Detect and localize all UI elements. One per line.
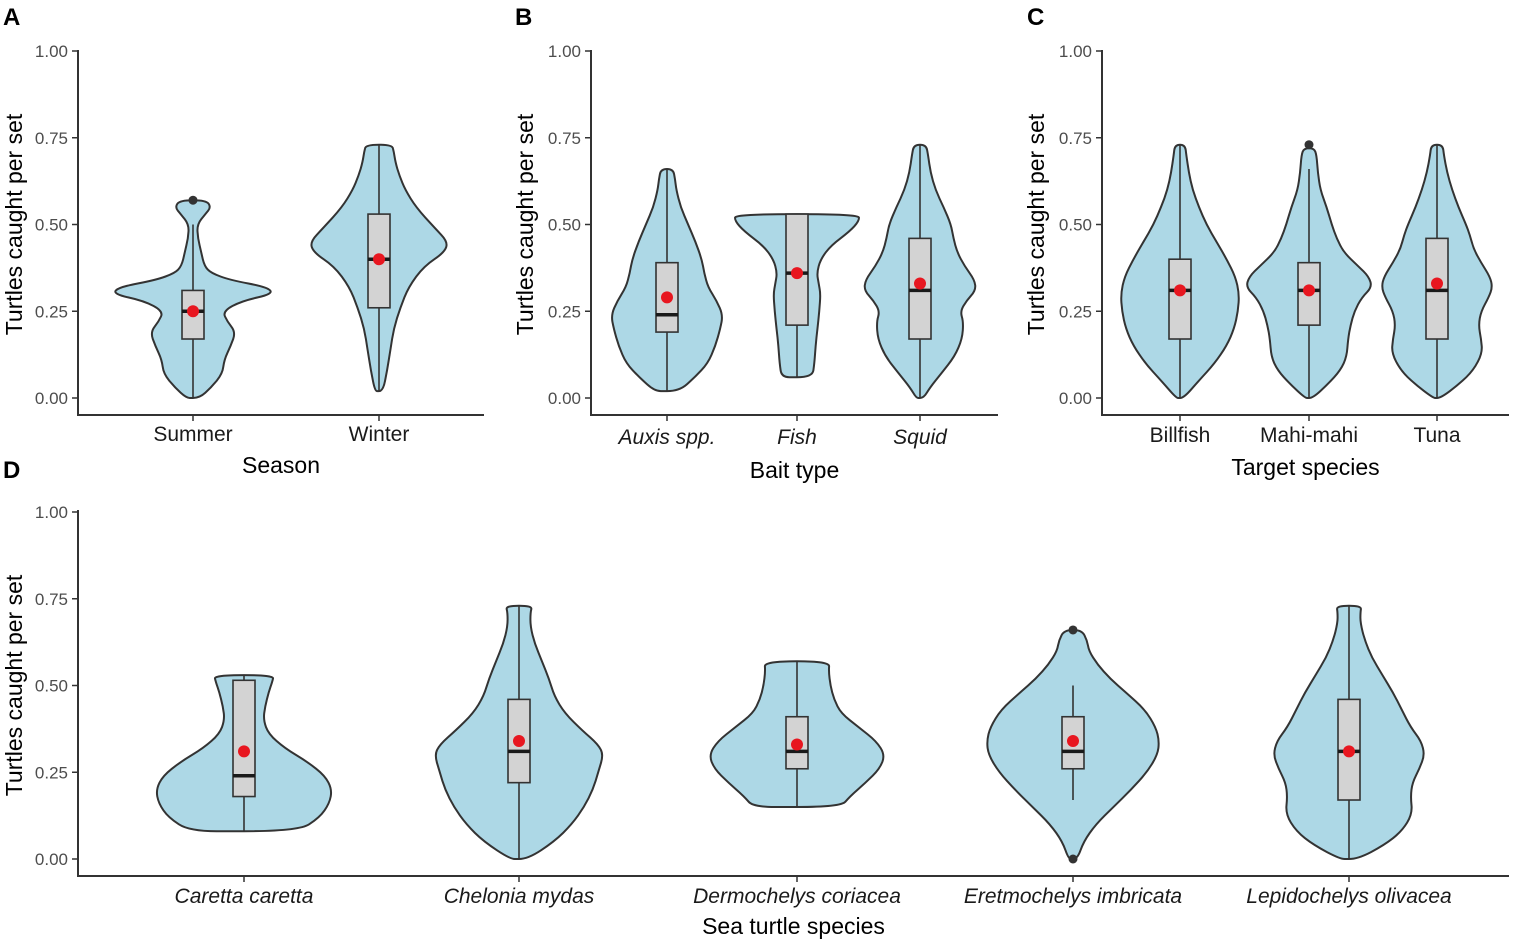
- panel-c-x-title: Target species: [1231, 454, 1379, 480]
- panel-b-x-title: Bait type: [750, 457, 840, 483]
- panel-b-y-tick-label: 0.75: [548, 129, 581, 148]
- panel-d-x-tick-label: Caretta caretta: [175, 885, 314, 908]
- panel-b-mean-point: [791, 267, 803, 280]
- panel-c-mean-point: [1303, 284, 1315, 297]
- panel-a-letter: A: [3, 4, 20, 31]
- panel-c-mean-point: [1174, 284, 1186, 297]
- panel-d-outlier: [1068, 854, 1078, 864]
- panel-d-category: Dermochelys coriacea: [693, 660, 901, 908]
- panel-b-y-tick-label: 0.25: [548, 302, 581, 321]
- panel-a-mean-point: [373, 253, 385, 266]
- panel-d-y-tick-label: 0.25: [35, 763, 68, 782]
- panel-c-category: Mahi-mahi: [1246, 140, 1372, 447]
- panel-a-y-tick-label: 0.00: [35, 389, 68, 408]
- panel-d-mean-point: [238, 745, 250, 758]
- panel-b-letter: B: [515, 4, 532, 31]
- panel-d-x-title: Sea turtle species: [702, 913, 885, 939]
- panel-a-mean-point: [187, 305, 199, 318]
- panel-c-outlier: [1304, 140, 1314, 150]
- panel-c-y-title: Turtles caught per set: [1023, 113, 1049, 335]
- panel-c-box: [1168, 258, 1192, 340]
- panel-a-y-tick-label: 0.75: [35, 129, 68, 148]
- panel-d-category: Eretmochelys imbricata: [964, 625, 1182, 908]
- panel-b-y-tick-label: 1.00: [548, 42, 581, 61]
- panel-b-x-tick-label: Auxis spp.: [617, 426, 716, 449]
- panel-d-mean-point: [513, 735, 525, 748]
- panel-b-x-tick-label: Fish: [777, 426, 817, 449]
- panel-d-y-tick-label: 0.75: [35, 590, 68, 609]
- panel-d-x-tick-label: Lepidochelys olivacea: [1246, 885, 1451, 908]
- panel-c-category: Billfish: [1120, 143, 1240, 447]
- panel-c-y-tick-label: 0.75: [1059, 129, 1092, 148]
- panel-a-y-tick-label: 0.25: [35, 302, 68, 321]
- panel-c-letter: C: [1027, 4, 1044, 31]
- panel-d-y-tick-label: 0.00: [35, 850, 68, 869]
- panel-d-category: Lepidochelys olivacea: [1246, 604, 1452, 908]
- panel-b-y-tick-label: 0.00: [548, 389, 581, 408]
- panel-a-y-title: Turtles caught per set: [1, 113, 27, 335]
- panel-d-category: Caretta caretta: [155, 674, 333, 908]
- panel-c-y-tick-label: 1.00: [1059, 42, 1092, 61]
- panel-b-category: Fish: [733, 213, 861, 449]
- panel-d-y-title: Turtles caught per set: [1, 574, 27, 796]
- panel-d-box: [232, 679, 256, 798]
- panel-d-mean-point: [1343, 745, 1355, 758]
- panel-a-category: Summer: [114, 195, 272, 446]
- panel-a-x-title: Season: [242, 452, 320, 478]
- panel-b-x-tick-label: Squid: [893, 426, 948, 449]
- panel-d-x-tick-label: Chelonia mydas: [444, 885, 595, 908]
- panel-a-x-tick-label: Winter: [349, 423, 410, 446]
- panel-c-x-tick-label: Tuna: [1413, 424, 1460, 447]
- panel-c-category: Tuna: [1381, 143, 1493, 447]
- panel-b-y-title: Turtles caught per set: [512, 113, 538, 335]
- panel-d-y-tick-label: 0.50: [35, 677, 68, 696]
- panel-d-y-tick-label: 1.00: [35, 503, 68, 522]
- panel-d-x-tick-label: Eretmochelys imbricata: [964, 885, 1182, 908]
- panel-c-y-tick-label: 0.50: [1059, 216, 1092, 235]
- panel-d-mean-point: [1067, 735, 1079, 748]
- panel-c-y-tick-label: 0.00: [1059, 389, 1092, 408]
- panel-d-letter: D: [3, 457, 20, 484]
- panel-b-category: Squid: [863, 143, 977, 449]
- panel-b-mean-point: [914, 277, 926, 290]
- panel-b-category: Auxis spp.: [611, 167, 723, 449]
- panel-a-y-tick-label: 0.50: [35, 216, 68, 235]
- panel-c-y-tick-label: 0.25: [1059, 302, 1092, 321]
- panel-b-y-tick-label: 0.50: [548, 216, 581, 235]
- panel-a-y-tick-label: 1.00: [35, 42, 68, 61]
- panel-a-outlier: [188, 195, 198, 205]
- panel-d-category: Chelonia mydas: [434, 604, 604, 908]
- panel-a-x-tick-label: Summer: [153, 423, 232, 446]
- panel-c-x-tick-label: Billfish: [1150, 424, 1211, 447]
- panel-c-mean-point: [1431, 277, 1443, 290]
- panel-d-outlier: [1068, 625, 1078, 635]
- panel-d-x-tick-label: Dermochelys coriacea: [693, 885, 901, 908]
- panel-d-mean-point: [791, 738, 803, 751]
- panel-b-mean-point: [661, 291, 673, 304]
- panel-c-x-tick-label: Mahi-mahi: [1260, 424, 1358, 447]
- panel-a-category: Winter: [310, 143, 448, 446]
